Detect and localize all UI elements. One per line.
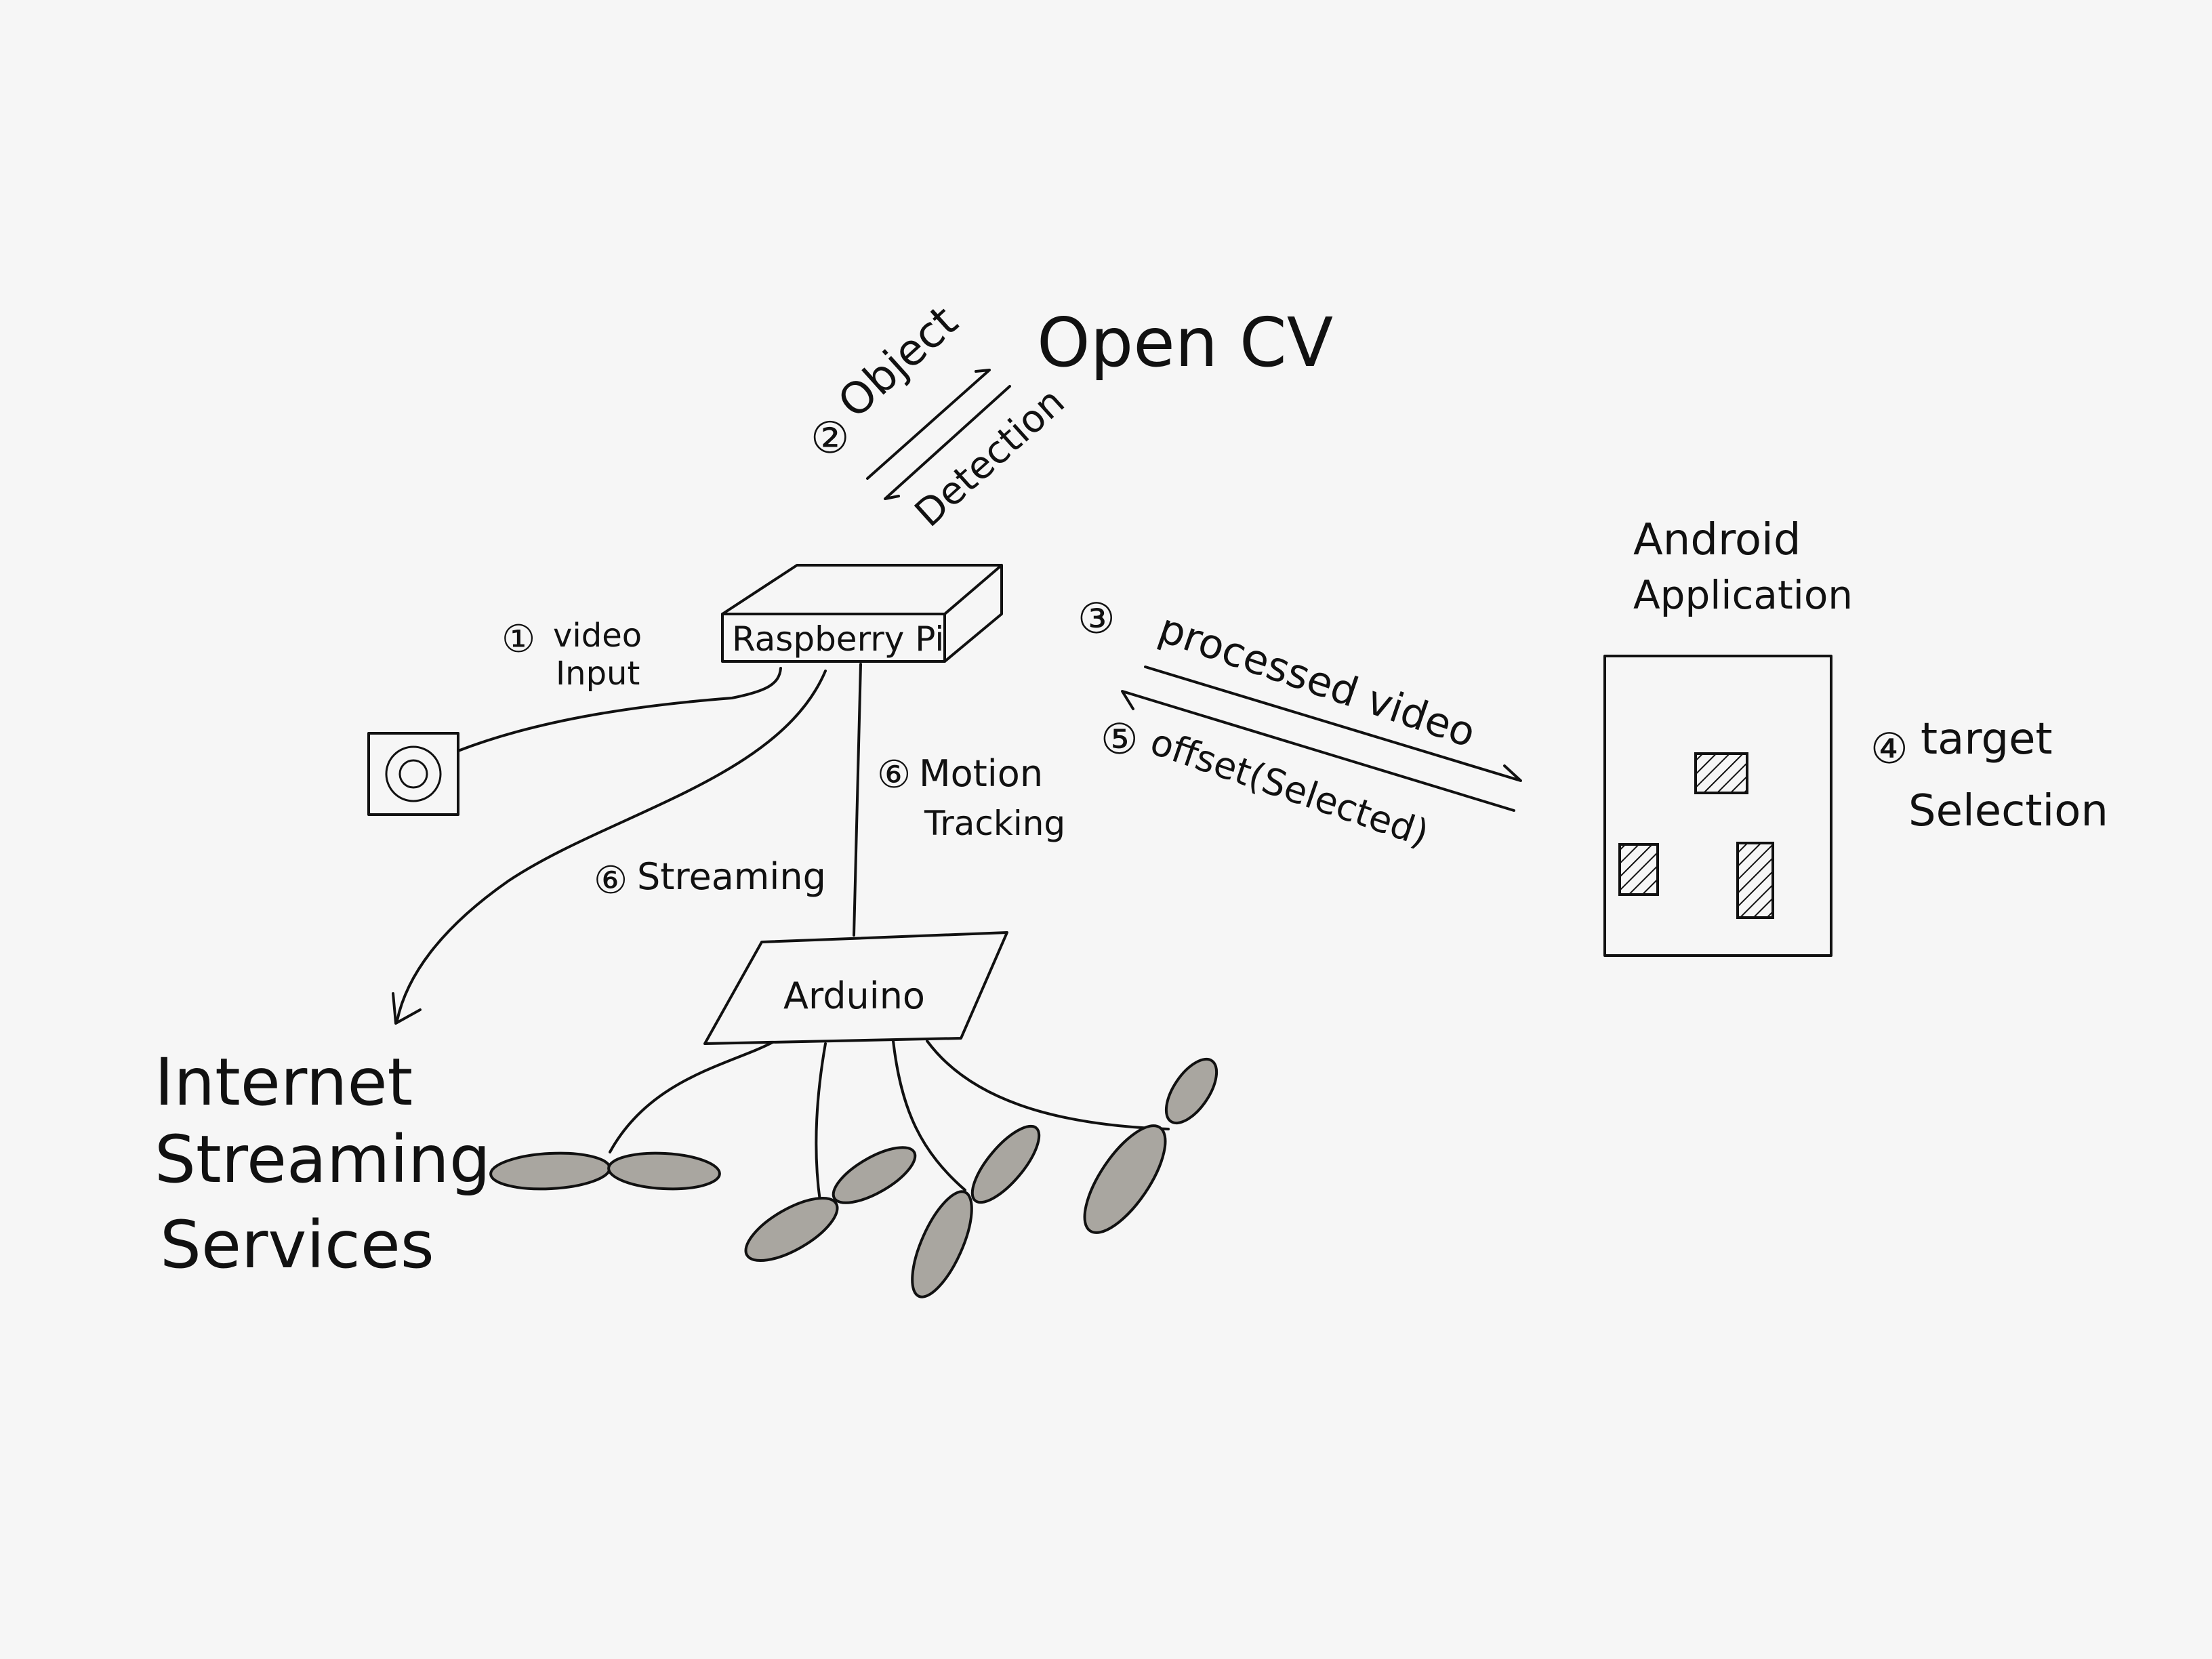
motion-step-number: ⑥ — [877, 753, 911, 797]
offset-arrow — [1121, 690, 1515, 812]
raspberry-pi-label: Raspberry Pi — [732, 619, 944, 659]
services-label: Services — [160, 1207, 434, 1283]
application-label: Application — [1633, 572, 1853, 618]
hatched-target-icon — [1736, 842, 1774, 919]
streaming-arrow — [396, 670, 827, 1022]
motion-tracking-line — [853, 663, 862, 937]
target-label: target — [1921, 714, 2053, 764]
processed-video-label: processed video — [1153, 605, 1481, 757]
camera-cable — [457, 667, 782, 752]
hatched-target-icon — [1618, 843, 1659, 896]
input-label: Input — [556, 655, 640, 693]
selection-label: Selection — [1908, 786, 2108, 836]
motion-label: Motion — [919, 752, 1043, 795]
object-detection-arrows — [866, 369, 1011, 500]
streaming-arrowhead — [392, 992, 422, 1025]
android-label: Android — [1633, 515, 1801, 565]
video-label: video — [553, 617, 642, 655]
propeller-icon — [1083, 1057, 1218, 1234]
opencv-title: Open CV — [1037, 303, 1333, 382]
raspberry-pi-box — [721, 564, 1003, 663]
propeller-icon — [744, 1146, 917, 1263]
propeller-icon — [489, 1151, 721, 1191]
hatched-target-icon — [1694, 752, 1748, 794]
streaming-label: Streaming — [637, 855, 826, 898]
streaming-step-number: ⑥ — [594, 859, 628, 903]
internet-label: Internet — [155, 1044, 413, 1120]
propeller-wires — [609, 1040, 1170, 1202]
target-step-number: ④ — [1870, 724, 1908, 773]
tracking-label: Tracking — [924, 804, 1065, 843]
object-step-number: ② — [811, 413, 849, 464]
processed-step-number: ③ — [1078, 594, 1115, 643]
arduino-label: Arduino — [783, 975, 925, 1017]
camera-icon — [367, 732, 459, 816]
android-phone-screen — [1603, 655, 1832, 957]
processed-video-arrow — [1144, 665, 1522, 782]
offset-step-number: ⑤ — [1101, 714, 1139, 764]
streaming-services-label: Streaming — [155, 1122, 491, 1197]
arduino-board — [703, 931, 1008, 1045]
video-step-number: ① — [501, 617, 535, 661]
propeller-icon — [911, 1124, 1041, 1298]
